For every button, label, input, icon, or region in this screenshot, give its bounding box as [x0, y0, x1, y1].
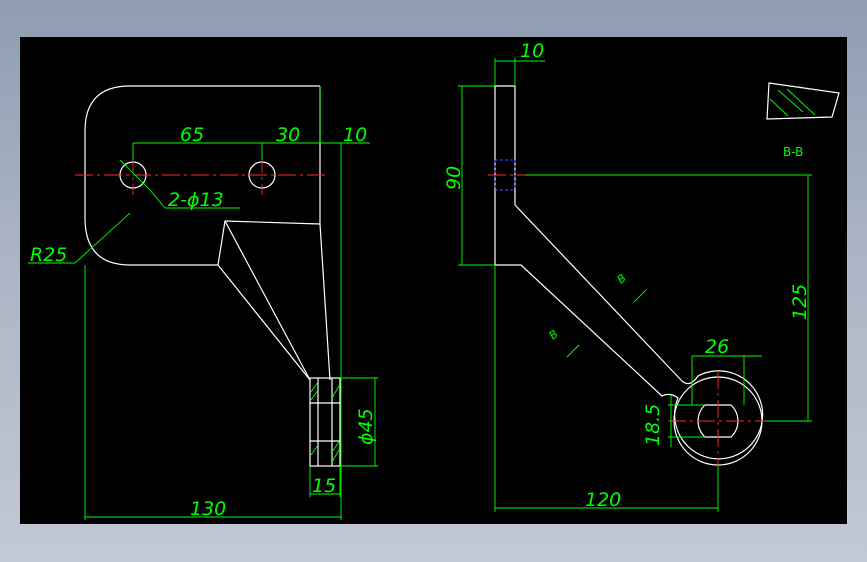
section-hatch — [769, 88, 816, 117]
dimension-lines — [28, 86, 378, 520]
section-mark-b: B — [547, 327, 561, 342]
dim-26: 26 — [705, 336, 729, 358]
dim-10-top: 10 — [343, 124, 367, 146]
keyed-bore — [697, 404, 739, 438]
dim-holes: 2-ϕ13 — [168, 189, 224, 211]
dim-120: 120 — [585, 489, 621, 511]
dim-18-5: 18.5 — [642, 404, 664, 446]
rib-edge — [224, 220, 311, 381]
dim-10: 10 — [520, 40, 544, 62]
bracket-plate-outline — [84, 85, 321, 266]
dim-90: 90 — [443, 166, 465, 190]
dim-65: 65 — [180, 124, 204, 146]
section-profile — [766, 82, 840, 120]
rib-edge — [217, 264, 311, 381]
left-view: 65 30 10 2-ϕ13 R25 ϕ45 15 130 — [28, 85, 378, 520]
dim-radius: R25 — [30, 244, 67, 266]
hidden-hole — [494, 159, 516, 191]
dim-125: 125 — [789, 284, 811, 320]
hub-hatch — [310, 381, 340, 463]
dim-130: 130 — [190, 498, 226, 520]
section-mark-b: B — [615, 271, 629, 286]
drawing-canvas: 65 30 10 2-ϕ13 R25 ϕ45 15 130 — [20, 37, 847, 524]
section-label: B-B — [783, 145, 803, 159]
dim-15: 15 — [312, 475, 336, 497]
section-b-b: B-B — [766, 82, 840, 159]
dim-30: 30 — [276, 124, 300, 146]
rib-edge — [319, 223, 331, 381]
cad-drawing: 65 30 10 2-ϕ13 R25 ϕ45 15 130 — [28, 40, 840, 520]
hub-section — [309, 377, 341, 467]
dim-dia45: ϕ45 — [355, 408, 377, 445]
right-view: 10 90 125 26 18.5 120 B B — [443, 40, 812, 512]
dimension-lines — [458, 58, 812, 512]
bracket-side-outline — [494, 85, 764, 460]
